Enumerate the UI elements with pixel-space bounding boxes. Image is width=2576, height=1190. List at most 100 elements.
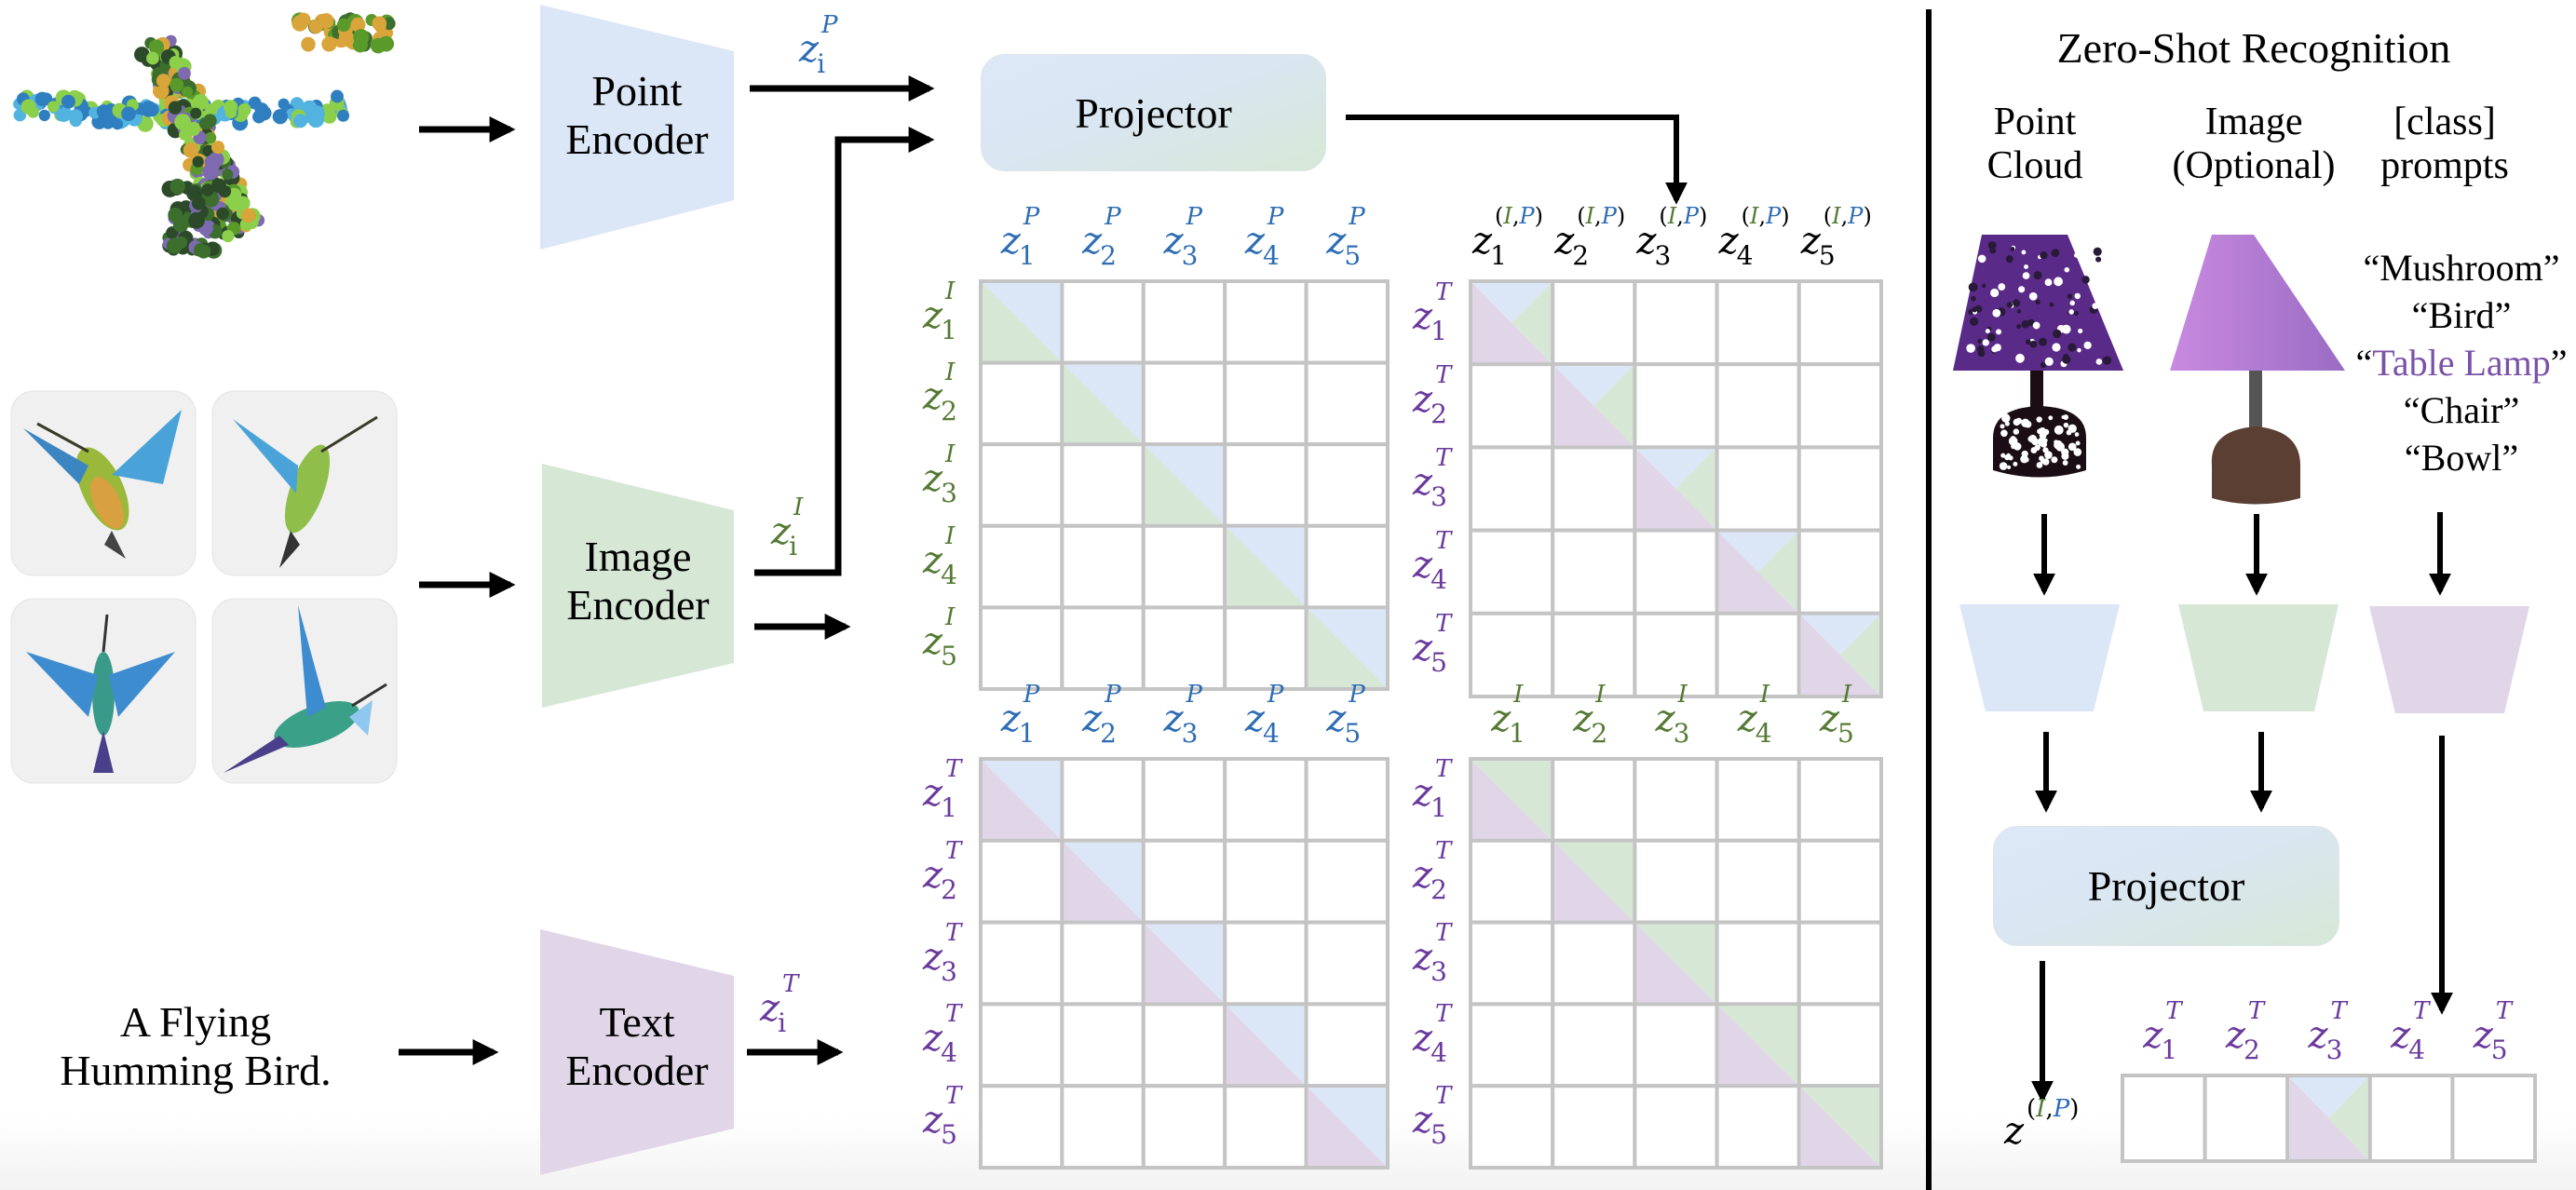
point-dot (96, 104, 111, 119)
lamp-speckle (2013, 461, 2018, 467)
zs-col-line1: Image (2204, 101, 2303, 143)
text-encoder-shape (540, 929, 734, 1175)
cell-lower-triangle (1554, 842, 1634, 921)
matrix-cell (1141, 360, 1227, 447)
lamp-speckle (1966, 344, 1975, 353)
point-dot (140, 101, 157, 117)
lamp-speckle (2021, 250, 2027, 255)
cell-upper-triangle (1718, 1006, 1797, 1085)
cell-upper-triangle (1472, 761, 1552, 839)
matrix-cell (1141, 1002, 1227, 1089)
matrix-cell (1469, 362, 1555, 450)
matrix-cell (1469, 528, 1555, 615)
zs-point-encoder-shape (1959, 604, 2120, 711)
point-dot (290, 97, 305, 111)
lamp-speckle (2074, 432, 2080, 437)
zs-cell (2121, 1074, 2207, 1163)
symbol-sup: T (782, 970, 799, 998)
zs-col-line2: prompts (2380, 144, 2509, 188)
lamp-speckle (1992, 308, 2001, 318)
point-dot (175, 236, 188, 249)
lamp-speckle (1999, 462, 2008, 470)
cell-top-triangle (1718, 532, 1797, 573)
lamp-speckle (2044, 278, 2053, 287)
lamp-speckle (2001, 413, 2011, 423)
lamp-speckle (2030, 447, 2038, 454)
point-cloud-bird-image (13, 12, 396, 259)
symbol-sub: i (789, 531, 798, 561)
lamp-speckle (2033, 271, 2042, 280)
lamp-speckle (2063, 422, 2069, 428)
cell-lower-triangle (1145, 924, 1224, 1003)
matrix-cell (1715, 920, 1801, 1007)
cell-upper-triangle (1064, 364, 1142, 443)
projector-block: Projector (981, 54, 1326, 171)
cell-lower-triangle (1145, 446, 1224, 524)
matrix-col-label: z3(I,P) (1636, 203, 1708, 271)
lamp-speckle (2018, 286, 2026, 293)
point-dot (216, 207, 229, 220)
zs-image-encoder-shape (2178, 604, 2339, 711)
matrix-cell (1715, 838, 1801, 925)
cell-top-triangle (2289, 1077, 2368, 1118)
lamp-speckle (2040, 251, 2048, 260)
matrix-cell (979, 360, 1064, 447)
matrix-cell (1223, 442, 1308, 528)
point-dot (236, 196, 251, 211)
point-dot (293, 114, 308, 128)
zs-col-line1: [class] (2393, 101, 2496, 143)
matrix-cell (1551, 920, 1637, 1007)
matrix-cell (1469, 611, 1555, 698)
matrix-cell (1551, 445, 1637, 533)
point-dot (168, 101, 183, 115)
matrix-cell (1796, 757, 1884, 843)
matrix-cell (1633, 1084, 1719, 1170)
cell-right-triangle (2328, 1077, 2368, 1159)
lamp-speckle (2000, 424, 2005, 429)
caption-text: A Flying Humming Bird. (19, 998, 373, 1094)
point-dot (201, 183, 214, 196)
lamp-speckle (2016, 324, 2022, 330)
matrix-cell (1060, 920, 1146, 1007)
point-dot (350, 17, 366, 33)
lamp-speckle (2052, 343, 2061, 352)
matrix-cell (1304, 279, 1390, 365)
point-dot (301, 36, 316, 51)
matrix-cell (1304, 920, 1390, 1007)
point-dot (331, 89, 344, 103)
point-dot (191, 196, 206, 210)
lamp-speckle (2053, 329, 2062, 339)
class-prompt: “Bird” (2411, 294, 2512, 336)
lamp-speckle (2040, 361, 2047, 369)
zs-text-encoder-shape (2369, 606, 2529, 713)
class-prompt-text: Chair (2420, 389, 2503, 431)
lamp-speckle (2022, 272, 2030, 279)
lamp-speckle (2042, 447, 2049, 453)
point-dot (169, 56, 183, 70)
matrix-cell (1304, 757, 1390, 843)
point-dot (146, 51, 159, 65)
matrix-cell (1796, 838, 1884, 925)
lamp-speckle (2016, 309, 2022, 314)
lamp-speckle (2007, 465, 2012, 469)
point-dot (34, 91, 50, 107)
lamp-speckle (2068, 343, 2077, 352)
matrix-cell (1633, 1002, 1719, 1089)
matrix-cell (979, 605, 1064, 692)
zs-col-line2: Cloud (1986, 144, 2083, 188)
lamp-speckle (2090, 277, 2099, 285)
point-dot (192, 156, 204, 168)
lamp-speckle (2102, 356, 2112, 365)
lamp-speckle (1977, 338, 1983, 345)
matrix-cell (1060, 442, 1146, 528)
point-dot (190, 107, 202, 119)
fused-sup-P: P (2053, 1095, 2070, 1123)
